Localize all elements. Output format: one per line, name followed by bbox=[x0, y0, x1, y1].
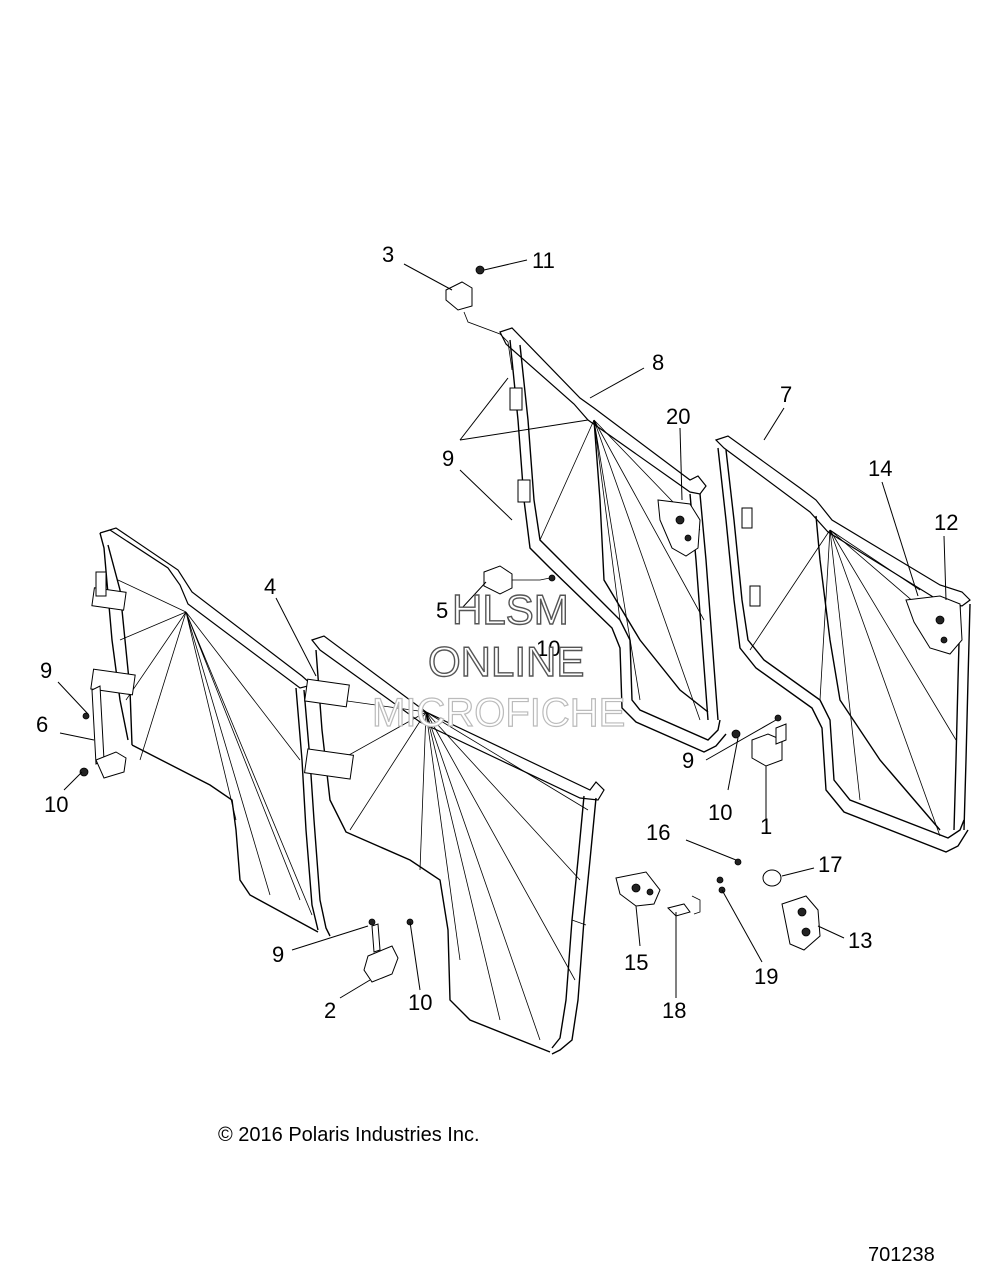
latch-12 bbox=[905, 595, 963, 655]
screw-16 bbox=[734, 858, 742, 866]
callout-17: 17 bbox=[818, 852, 842, 877]
right-rear-door bbox=[714, 435, 971, 853]
callout-11: 11 bbox=[532, 248, 555, 273]
callout-9: 9 bbox=[272, 942, 284, 967]
watermark-line1: HLSM bbox=[452, 586, 569, 633]
plug-17 bbox=[762, 869, 782, 887]
callout-labels: 3 11 8 9 20 7 14 12 4 5 10 9 6 10 9 10 1… bbox=[36, 242, 958, 1023]
bracket-5 bbox=[483, 565, 556, 595]
callout-6: 6 bbox=[36, 712, 48, 737]
callout-14: 14 bbox=[868, 456, 892, 481]
leader-lines bbox=[57, 259, 947, 999]
callout-19: 19 bbox=[754, 964, 778, 989]
callout-9: 9 bbox=[40, 658, 52, 683]
hinge-1 bbox=[731, 714, 787, 767]
left-rear-door bbox=[303, 635, 605, 1055]
callout-16: 16 bbox=[646, 820, 670, 845]
callout-4: 4 bbox=[264, 574, 276, 599]
latch-15 bbox=[615, 871, 661, 907]
callout-20: 20 bbox=[666, 404, 690, 429]
callout-15: 15 bbox=[624, 950, 648, 975]
callout-13: 13 bbox=[848, 928, 872, 953]
callout-2: 2 bbox=[324, 998, 336, 1023]
callout-8: 8 bbox=[652, 350, 664, 375]
callout-7: 7 bbox=[780, 382, 792, 407]
callout-12: 12 bbox=[934, 510, 958, 535]
callout-1: 1 bbox=[760, 814, 772, 839]
watermark-line2: ONLINE bbox=[428, 638, 584, 685]
left-front-door bbox=[90, 527, 331, 937]
callout-10: 10 bbox=[44, 792, 68, 817]
figure-number: 701238 bbox=[868, 1244, 935, 1266]
hinge-bracket-3 bbox=[445, 265, 513, 371]
callout-10: 10 bbox=[708, 800, 732, 825]
hinge-6 bbox=[79, 685, 127, 779]
latch-20 bbox=[657, 499, 701, 557]
callout-10: 10 bbox=[408, 990, 432, 1015]
callout-9: 9 bbox=[442, 446, 454, 471]
copyright-notice: © 2016 Polaris Industries Inc. bbox=[218, 1124, 480, 1146]
callout-3: 3 bbox=[382, 242, 394, 267]
callout-10: 10 bbox=[536, 636, 560, 661]
clip-18 bbox=[667, 895, 701, 917]
callout-5: 5 bbox=[436, 598, 448, 623]
hinge-13 bbox=[781, 895, 821, 951]
watermark: HLSM ONLINE MICROFICHE bbox=[371, 585, 626, 735]
callout-9: 9 bbox=[682, 748, 694, 773]
callout-18: 18 bbox=[662, 998, 686, 1023]
watermark-line3: MICROFICHE bbox=[372, 691, 625, 735]
hinge-2 bbox=[363, 918, 414, 983]
nut-19a bbox=[716, 876, 724, 884]
right-front-door bbox=[499, 327, 727, 753]
